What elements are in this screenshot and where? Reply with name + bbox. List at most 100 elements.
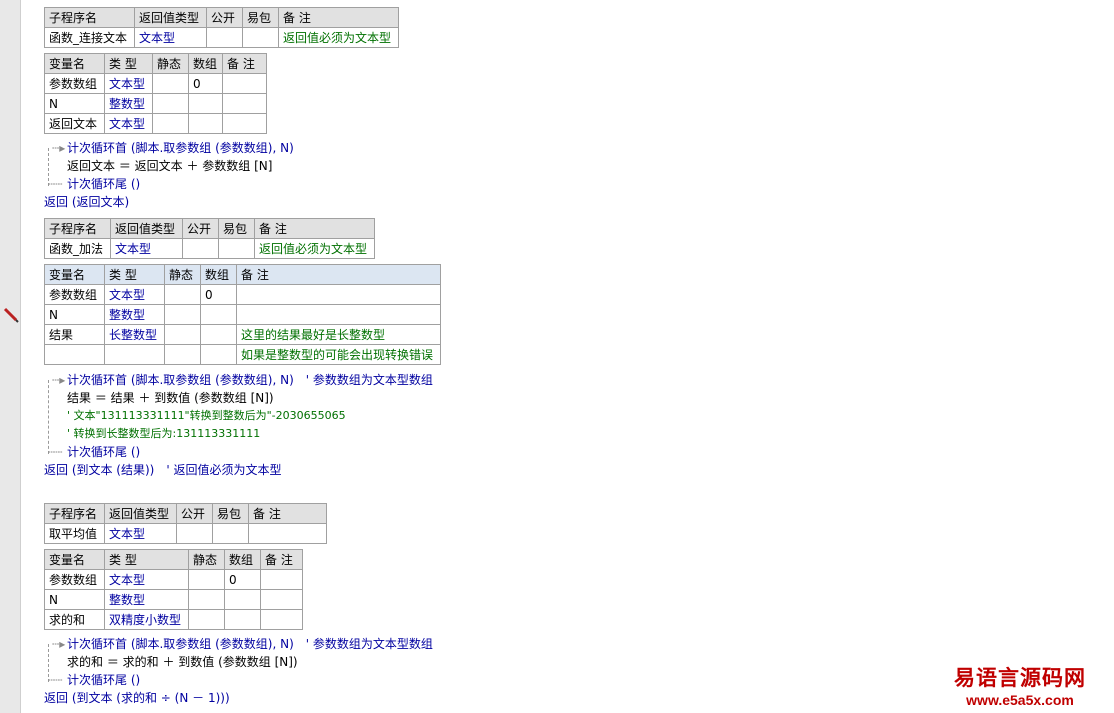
var-note-cell[interactable]: [236, 304, 441, 325]
col-public: 公开: [176, 503, 213, 524]
code-line[interactable]: 计次循环尾 (): [67, 177, 141, 191]
var-static-cell[interactable]: [164, 284, 201, 305]
var-note-cell[interactable]: [222, 73, 267, 94]
var-static-cell[interactable]: [188, 609, 225, 630]
code-line[interactable]: ┄▸: [52, 141, 66, 155]
var-note-cell[interactable]: [260, 589, 303, 610]
site-watermark: 易语言源码网 www.e5a5x.com: [954, 662, 1086, 708]
public-cell[interactable]: [206, 27, 243, 48]
var-note-cell[interactable]: [222, 113, 267, 134]
var-array-cell[interactable]: 0: [188, 73, 223, 94]
col-var-note: 备 注: [236, 264, 441, 285]
var-static-cell[interactable]: [152, 113, 189, 134]
col-note: 备 注: [254, 218, 375, 239]
var-type-cell[interactable]: 整数型: [104, 93, 153, 114]
code-line[interactable]: 结果 ＝ 结果 ＋ 到数值 (参数数组 [N]): [67, 391, 274, 405]
var-note-cell[interactable]: [222, 93, 267, 114]
code-line[interactable]: ' 转换到长整数型后为:131113331111: [67, 427, 261, 440]
col-static: 静态: [188, 549, 225, 570]
var-name-cell[interactable]: 返回文本: [44, 113, 105, 134]
return-type-cell[interactable]: 文本型: [104, 523, 177, 544]
var-name-cell[interactable]: 求的和: [44, 609, 105, 630]
var-note-cell[interactable]: 这里的结果最好是长整数型: [236, 324, 441, 345]
code-line[interactable]: 计次循环尾 (): [67, 673, 141, 687]
code-line[interactable]: 求的和 ＝ 求的和 ＋ 到数值 (参数数组 [N]): [67, 655, 298, 669]
routine-name-cell[interactable]: 函数_连接文本: [44, 27, 135, 48]
public-cell[interactable]: [176, 523, 213, 544]
table-row: N 整数型: [44, 93, 267, 114]
var-type-cell[interactable]: [104, 344, 165, 365]
code-line[interactable]: 返回文本 ＝ 返回文本 ＋ 参数数组 [N]: [67, 159, 273, 173]
var-type-cell[interactable]: 文本型: [104, 284, 165, 305]
var-note-cell[interactable]: [260, 569, 303, 590]
var-name-cell[interactable]: 结果: [44, 324, 105, 345]
var-note-cell[interactable]: 如果是整数型的可能会出现转换错误: [236, 344, 441, 365]
return-type-cell[interactable]: 文本型: [110, 238, 183, 259]
col-array: 数组: [224, 549, 261, 570]
table-row: 如果是整数型的可能会出现转换错误: [44, 344, 441, 365]
var-type-cell[interactable]: 双精度小数型: [104, 609, 189, 630]
code-line[interactable]: ' 文本"131113331111"转换到整数后为"-2030655065: [67, 409, 346, 422]
var-type-cell[interactable]: 长整数型: [104, 324, 165, 345]
easy-pack-cell[interactable]: [212, 523, 249, 544]
code-line[interactable]: 计次循环首 (脚本.取参数组 (参数数组), N) ' 参数数组为文本型数组: [67, 373, 433, 387]
var-static-cell[interactable]: [152, 93, 189, 114]
var-array-cell[interactable]: [200, 324, 237, 345]
var-static-cell[interactable]: [188, 589, 225, 610]
var-static-cell[interactable]: [164, 304, 201, 325]
var-array-cell[interactable]: [188, 113, 223, 134]
var-name-cell[interactable]: 参数数组: [44, 569, 105, 590]
var-name-cell[interactable]: 参数数组: [44, 284, 105, 305]
easy-pack-cell[interactable]: [218, 238, 255, 259]
var-name-cell[interactable]: [44, 344, 105, 365]
note-cell[interactable]: 返回值必须为文本型: [254, 238, 375, 259]
col-var-type: 类 型: [104, 549, 189, 570]
code-line[interactable]: 返回 (到文本 (求的和 ÷ (N － 1))): [44, 691, 230, 705]
var-name-cell[interactable]: N: [44, 304, 105, 325]
var-array-cell[interactable]: [200, 344, 237, 365]
table-row: N 整数型: [44, 589, 303, 610]
var-static-cell[interactable]: [152, 73, 189, 94]
routine-name-cell[interactable]: 取平均值: [44, 523, 105, 544]
var-note-cell[interactable]: [260, 609, 303, 630]
col-var-name: 变量名: [44, 264, 105, 285]
routine-name-cell[interactable]: 函数_加法: [44, 238, 111, 259]
var-type-cell[interactable]: 文本型: [104, 73, 153, 94]
var-note-cell[interactable]: [236, 284, 441, 305]
var-type-cell[interactable]: 文本型: [104, 113, 153, 134]
var-array-cell[interactable]: [200, 304, 237, 325]
var-static-cell[interactable]: [164, 344, 201, 365]
col-easy-pack: 易包: [212, 503, 249, 524]
var-static-cell[interactable]: [164, 324, 201, 345]
note-cell[interactable]: 返回值必须为文本型: [278, 27, 399, 48]
code-line[interactable]: 返回 (返回文本): [44, 195, 130, 209]
return-type-cell[interactable]: 文本型: [134, 27, 207, 48]
col-easy-pack: 易包: [242, 7, 279, 28]
var-array-cell[interactable]: [188, 93, 223, 114]
var-name-cell[interactable]: 参数数组: [44, 73, 105, 94]
code-line[interactable]: 计次循环首 (脚本.取参数组 (参数数组), N): [67, 141, 294, 155]
variable-table: 变量名 类 型 静态 数组 备 注 参数数组 文本型 0 N 整数型 求的和 双…: [44, 549, 303, 630]
col-var-name: 变量名: [44, 549, 105, 570]
code-line[interactable]: 计次循环首 (脚本.取参数组 (参数数组), N) ' 参数数组为文本型数组: [67, 637, 433, 651]
table-row: 结果 长整数型 这里的结果最好是长整数型: [44, 324, 441, 345]
easy-pack-cell[interactable]: [242, 27, 279, 48]
var-static-cell[interactable]: [188, 569, 225, 590]
public-cell[interactable]: [182, 238, 219, 259]
var-array-cell[interactable]: [224, 609, 261, 630]
var-type-cell[interactable]: 文本型: [104, 569, 189, 590]
var-array-cell[interactable]: 0: [224, 569, 261, 590]
table-row: 求的和 双精度小数型: [44, 609, 303, 630]
code-line[interactable]: 返回 (到文本 (结果)) ' 返回值必须为文本型: [44, 463, 282, 477]
code-line[interactable]: 计次循环尾 (): [67, 445, 141, 459]
code-line: ┄┄: [48, 673, 63, 687]
col-routine-name: 子程序名: [44, 503, 105, 524]
var-array-cell[interactable]: 0: [200, 284, 237, 305]
var-type-cell[interactable]: 整数型: [104, 304, 165, 325]
var-array-cell[interactable]: [224, 589, 261, 610]
col-var-type: 类 型: [104, 264, 165, 285]
var-name-cell[interactable]: N: [44, 93, 105, 114]
var-type-cell[interactable]: 整数型: [104, 589, 189, 610]
var-name-cell[interactable]: N: [44, 589, 105, 610]
note-cell[interactable]: [248, 523, 327, 544]
